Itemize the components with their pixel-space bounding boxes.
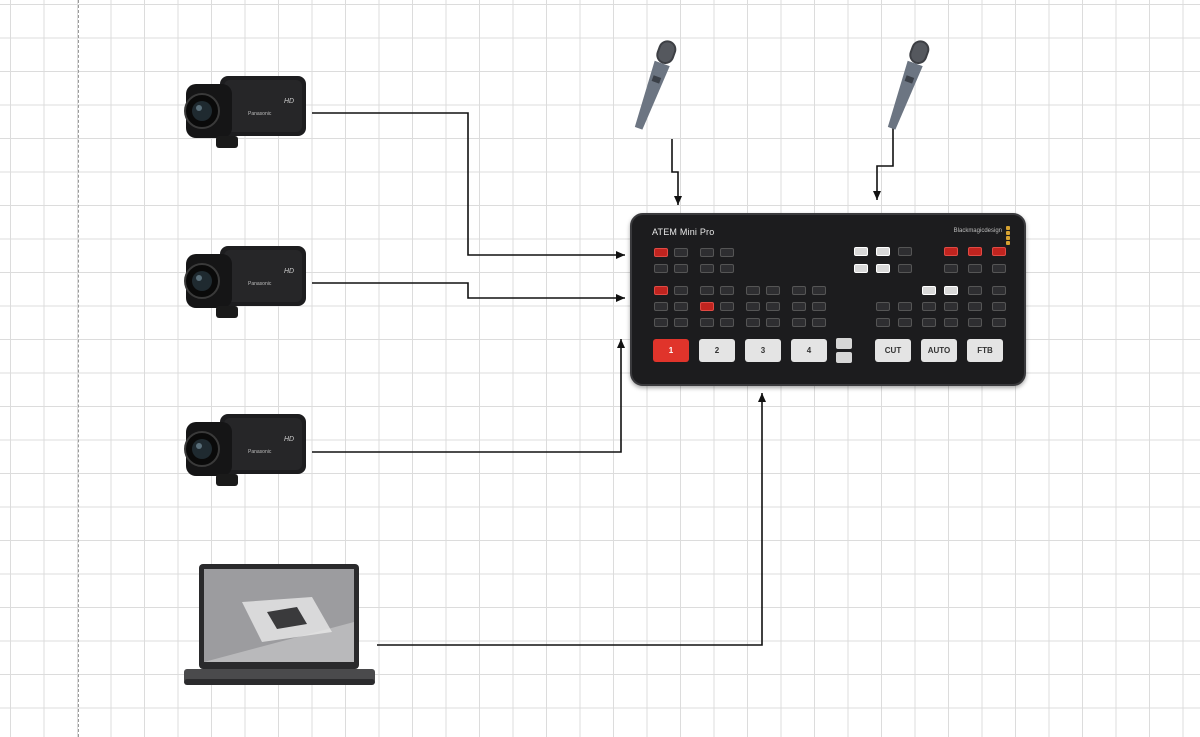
video-switcher: ATEM Mini Pro Blackmagicdesign [630, 213, 1026, 386]
key [674, 286, 688, 295]
key [792, 286, 806, 295]
key [720, 264, 734, 273]
wire-microphone-2 [873, 125, 894, 200]
key [898, 264, 912, 273]
key [922, 318, 936, 327]
key [992, 302, 1006, 311]
svg-text:Panasonic: Panasonic [248, 281, 272, 287]
key [654, 286, 668, 295]
key [876, 302, 890, 311]
key [700, 264, 714, 273]
key [898, 302, 912, 311]
key [812, 302, 826, 311]
key [700, 248, 714, 257]
key [766, 286, 780, 295]
key [968, 247, 982, 256]
camcorder-icon: Panasonic HD [184, 246, 306, 318]
svg-text:HD: HD [284, 268, 294, 275]
brand-logo: Blackmagicdesign [953, 228, 1002, 234]
ftb-button: FTB [967, 339, 1003, 362]
key [944, 286, 958, 295]
key [700, 302, 714, 311]
key [968, 302, 982, 311]
key [746, 302, 760, 311]
camcorder-icon: Panasonic HD [184, 76, 306, 148]
brand-logo-icon [1006, 225, 1014, 246]
key [854, 264, 868, 273]
key [674, 318, 688, 327]
key [720, 302, 734, 311]
wire-camera-1 [312, 112, 625, 259]
key [944, 302, 958, 311]
key [922, 286, 936, 295]
key [944, 247, 958, 256]
input-button-3: 3 [745, 339, 781, 362]
camcorder-icon: Panasonic HD [184, 414, 306, 486]
key [992, 286, 1006, 295]
key [674, 248, 688, 257]
still-button [836, 338, 852, 349]
key [854, 247, 868, 256]
key [792, 318, 806, 327]
svg-text:Panasonic: Panasonic [248, 449, 272, 455]
laptop-icon [184, 564, 375, 685]
wire-microphone-1 [671, 139, 682, 205]
cut-button: CUT [875, 339, 911, 362]
input-button-2: 2 [699, 339, 735, 362]
key [968, 264, 982, 273]
key [654, 264, 668, 273]
microphone-icon [887, 40, 930, 130]
key [968, 318, 982, 327]
wire-laptop [377, 393, 766, 646]
key [792, 302, 806, 311]
key [922, 302, 936, 311]
key [876, 318, 890, 327]
microphone-icon [634, 40, 677, 130]
key [898, 318, 912, 327]
key [700, 286, 714, 295]
key [700, 318, 714, 327]
svg-text:Panasonic: Panasonic [248, 111, 272, 117]
key [766, 302, 780, 311]
key [944, 318, 958, 327]
key [720, 286, 734, 295]
switcher-model-label: ATEM Mini Pro [652, 227, 715, 237]
laptop [182, 562, 377, 692]
microphone-2 [876, 36, 938, 136]
black-button [836, 352, 852, 363]
wire-camera-3 [312, 339, 625, 453]
key [766, 318, 780, 327]
key [812, 318, 826, 327]
wire-camera-2 [312, 282, 625, 302]
key [898, 247, 912, 256]
svg-text:HD: HD [284, 436, 294, 443]
input-button-4: 4 [791, 339, 827, 362]
camera-1: Panasonic HD [182, 70, 310, 154]
camera-3: Panasonic HD [182, 408, 310, 492]
key [654, 248, 668, 257]
key [746, 318, 760, 327]
page-margin-guide [78, 0, 79, 737]
microphone-1 [623, 36, 685, 136]
auto-button: AUTO [921, 339, 957, 362]
key [674, 264, 688, 273]
key [992, 247, 1006, 256]
key [654, 302, 668, 311]
key [654, 318, 668, 327]
key [876, 247, 890, 256]
key [944, 264, 958, 273]
input-button-1: 1 [653, 339, 689, 362]
svg-text:HD: HD [284, 98, 294, 105]
key [876, 264, 890, 273]
key [968, 286, 982, 295]
key [992, 264, 1006, 273]
key [992, 318, 1006, 327]
key [720, 248, 734, 257]
key [746, 286, 760, 295]
key [674, 302, 688, 311]
key [720, 318, 734, 327]
key [812, 286, 826, 295]
camera-2: Panasonic HD [182, 240, 310, 324]
